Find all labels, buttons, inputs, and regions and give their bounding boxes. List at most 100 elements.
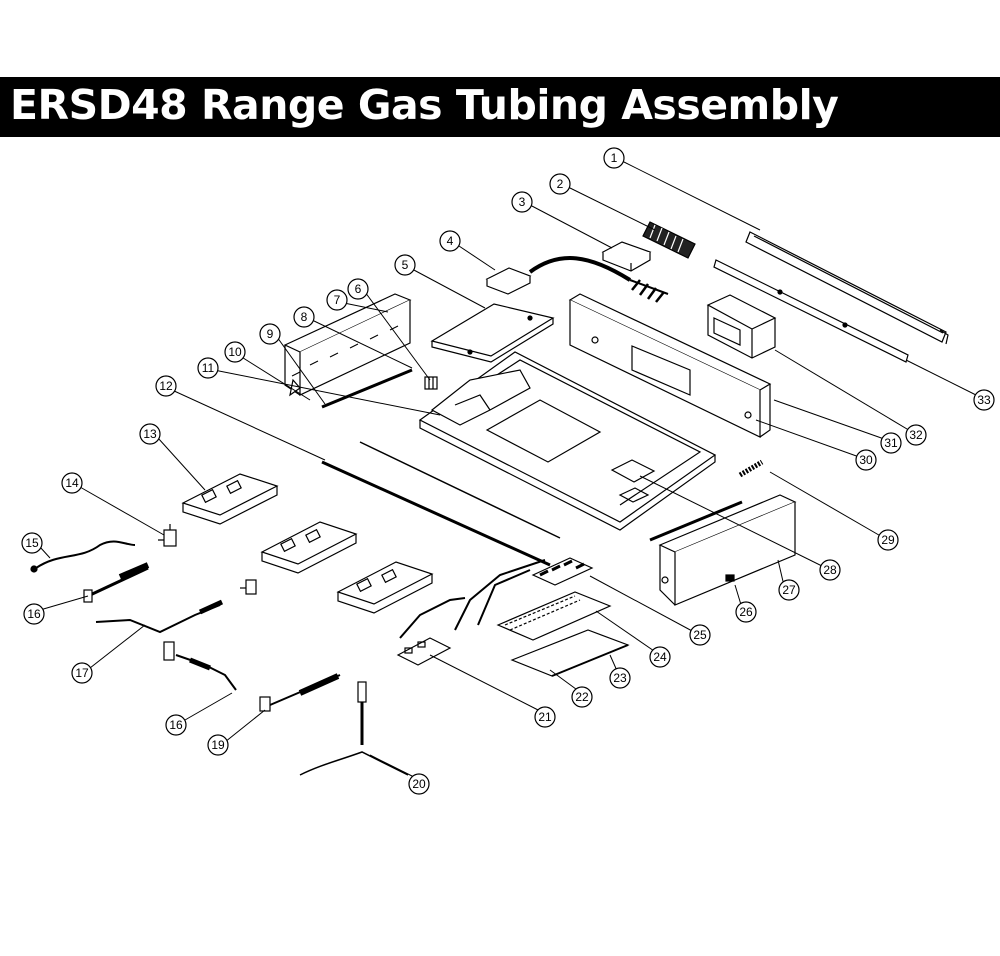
callout-label: 13 [143,427,157,441]
callout-17: 17 [71,662,93,684]
callout-13: 13 [139,423,161,445]
callout-28: 28 [819,559,841,581]
callout-2: 2 [549,173,571,195]
callout-29: 29 [877,529,899,551]
part-igniter-16 [83,562,150,603]
callout-label: 19 [211,738,225,752]
callout-16b: 16 [165,714,187,736]
callout-label: 31 [884,436,898,450]
part-tray-11 [418,351,717,531]
callout-6: 6 [347,278,369,300]
callout-label: 30 [859,453,873,467]
callout-12: 12 [155,375,177,397]
callout-label: 14 [65,476,79,490]
part-bracket-7 [283,293,412,397]
part-box-32 [706,294,777,359]
callout-8: 8 [293,306,315,328]
callout-label: 15 [25,536,39,550]
callout-11: 11 [197,357,219,379]
callout-22: 22 [571,686,593,708]
part-tube-17 [95,599,224,634]
callout-27: 27 [778,579,800,601]
callout-30: 30 [855,449,877,471]
callout-label: 28 [823,563,837,577]
callout-label: 6 [355,282,362,296]
callout-label: 9 [267,327,274,341]
callout-3: 3 [511,191,533,213]
callout-label: 24 [653,650,667,664]
part-strip-23 [510,629,630,677]
callout-1: 1 [603,147,625,169]
part-panel-5 [430,303,555,363]
part-rail-33 [713,259,909,363]
callout-24: 24 [649,646,671,668]
part-fitting-14 [158,524,177,547]
callout-label: 3 [519,195,526,209]
callout-23: 23 [609,667,631,689]
part-rod-12 [321,441,561,567]
callout-10: 10 [224,341,246,363]
callout-20: 20 [408,773,430,795]
part-strip-24 [496,591,612,641]
callout-label: 26 [739,605,753,619]
callout-label: 7 [334,293,341,307]
part-coil-2 [642,221,696,259]
callout-label: 1 [611,151,618,165]
diagram-title: ERSD48 Range Gas Tubing Assembly [10,81,839,129]
callout-33: 33 [973,389,995,411]
title-bar: ERSD48 Range Gas Tubing Assembly [0,77,1000,137]
part-wire-15 [30,540,136,573]
callout-label: 23 [613,671,627,685]
callout-label: 8 [301,310,308,324]
callout-label: 16 [169,718,183,732]
callout-9: 9 [259,323,281,345]
callout-19: 19 [207,734,229,756]
part-block-3 [601,241,652,272]
part-clip-8 [424,376,438,390]
part-connector-4 [485,256,669,303]
callout-label: 21 [538,710,552,724]
part-fitting-mid [240,579,257,595]
callout-25: 25 [689,624,711,646]
callout-label: 2 [557,177,564,191]
callout-label: 4 [447,234,454,248]
callout-15: 15 [21,532,43,554]
part-rod-10 [321,368,413,409]
callout-14: 14 [61,472,83,494]
callout-label: 25 [693,628,707,642]
callout-32: 32 [905,424,927,446]
part-burner-13b [260,521,358,574]
callout-label: 29 [881,533,895,547]
callout-5: 5 [394,254,416,276]
callout-label: 20 [412,777,426,791]
callout-16: 16 [23,603,45,625]
callout-label: 10 [228,345,242,359]
callout-label: 5 [402,258,409,272]
callout-26: 26 [735,601,757,623]
callout-label: 17 [75,666,89,680]
part-rail-1 [745,231,949,345]
callout-label: 27 [782,583,796,597]
callout-31: 31 [880,432,902,454]
part-electrode-20 [299,681,409,776]
part-block-25 [531,557,594,586]
part-igniter-19 [259,673,341,712]
part-bracket-27 [658,494,797,606]
callout-label: 11 [202,361,215,375]
part-burner-13 [181,473,279,525]
part-board-21 [396,559,546,666]
part-igniter-18 [163,641,237,691]
callout-4: 4 [439,230,461,252]
part-rod-28 [649,500,743,542]
part-burner-13c [336,561,434,614]
callout-7: 7 [326,289,348,311]
callout-label: 22 [575,690,589,704]
callout-label: 32 [909,428,923,442]
leader-lines [39,160,981,780]
callout-21: 21 [534,706,556,728]
part-spring-29 [738,459,764,478]
callout-label: 12 [159,379,173,393]
part-panel-30 [568,293,772,438]
callout-label: 33 [977,393,991,407]
